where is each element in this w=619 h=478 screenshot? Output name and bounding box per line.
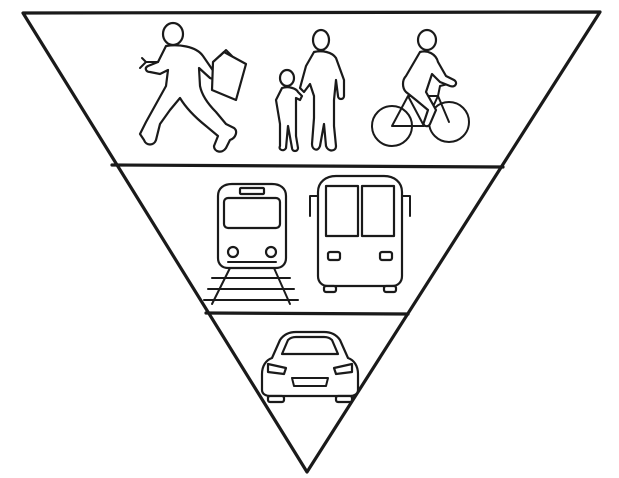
tier-2 — [203, 174, 411, 305]
pyramid-outline — [21, 10, 602, 474]
running-person-icon — [138, 21, 248, 153]
tier-divider-1 — [110, 163, 505, 169]
adult-and-child-walking-icon — [274, 28, 346, 153]
tier-1 — [138, 21, 470, 153]
car-icon — [260, 330, 360, 404]
tier-3 — [260, 330, 360, 404]
tier-divider-2 — [204, 311, 410, 316]
train-icon — [203, 182, 299, 305]
cyclist-icon — [371, 28, 470, 147]
bus-icon — [309, 174, 411, 294]
